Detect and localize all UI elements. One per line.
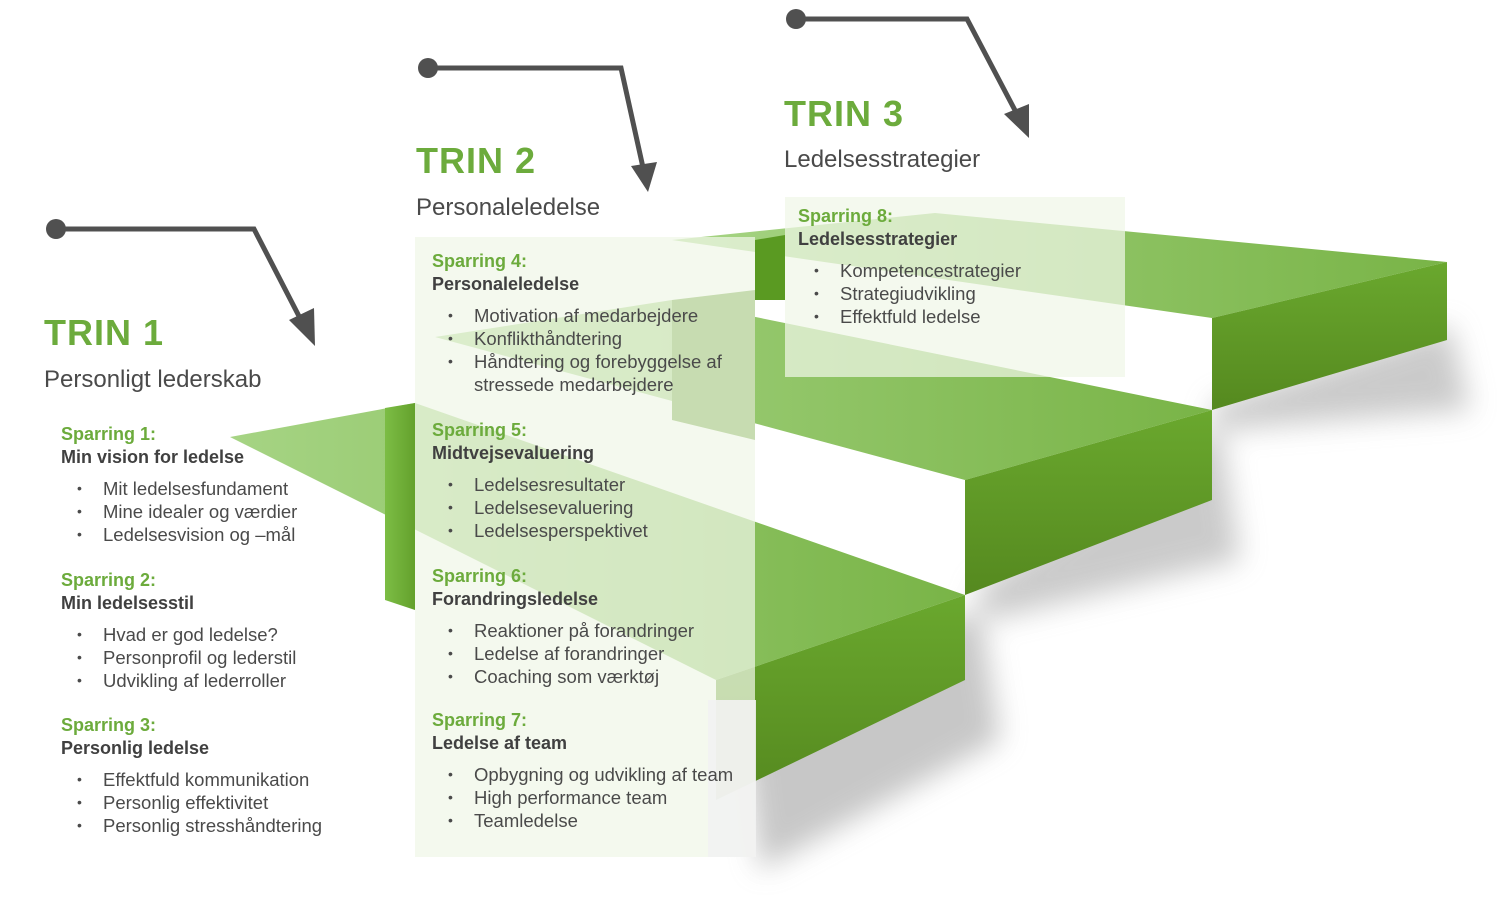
session-title: Min ledelsesstil (61, 593, 195, 613)
session-items: Reaktioner på forandringer Ledelse af fo… (432, 619, 762, 688)
session-label: Sparring 2: (61, 570, 157, 590)
list-item: Effektfuld kommunikation (61, 768, 391, 791)
session-items: Ledelsesresultater Ledelsesevaluering Le… (432, 473, 762, 542)
session-items: Kompetencestrategier Strategiudvikling E… (798, 259, 1118, 328)
trin-3-subtitle: Ledelsesstrategier (784, 146, 981, 173)
trin-3-sessions: Sparring 8: Ledelsesstrategier Kompetenc… (798, 205, 1118, 328)
session-2: Sparring 2: Min ledelsesstil Hvad er god… (61, 569, 391, 714)
session-items: Hvad er god ledelse? Personprofil og led… (61, 623, 391, 692)
trin-2-subtitle: Personaleledelse (416, 194, 601, 221)
list-item: Motivation af medarbejdere (432, 304, 762, 327)
list-item: Kompetencestrategier (798, 259, 1118, 282)
list-item: Ledelsesvision og –mål (61, 523, 391, 546)
session-label: Sparring 6: (432, 566, 528, 586)
trin-2-sessions: Sparring 4: Personaleledelse Motivation … (432, 250, 762, 832)
list-item-continuation: stressede medarbejdere (474, 374, 674, 395)
session-items: Mit ledelsesfundament Mine idealer og væ… (61, 477, 391, 546)
list-item: Håndtering og forebyggelse af (432, 350, 762, 373)
session-label: Sparring 3: (61, 715, 157, 735)
session-label: Sparring 4: (432, 251, 528, 271)
list-item: High performance team (432, 786, 762, 809)
session-items: Motivation af medarbejdere Konflikthåndt… (432, 304, 762, 396)
session-label: Sparring 8: (798, 206, 894, 226)
list-item: Personlig stresshåndtering (61, 814, 391, 837)
session-title: Ledelsesstrategier (798, 229, 958, 249)
arrow-icon-trin-3 (786, 9, 1029, 138)
list-item: Personlig effektivitet (61, 791, 391, 814)
list-item: Coaching som værktøj (432, 665, 762, 688)
trin-1-subtitle: Personligt lederskab (44, 366, 262, 393)
list-item: Udvikling af lederroller (61, 669, 391, 692)
session-title: Midtvejsevaluering (432, 443, 595, 463)
session-3: Sparring 3: Personlig ledelse Effektfuld… (61, 714, 391, 837)
list-item: Ledelsesperspektivet (432, 519, 762, 542)
session-title: Forandringsledelse (432, 589, 599, 609)
session-6: Sparring 6: Forandringsledelse Reaktione… (432, 565, 762, 709)
session-1: Sparring 1: Min vision for ledelse Mit l… (61, 423, 391, 569)
session-title: Min vision for ledelse (61, 447, 245, 467)
session-7: Sparring 7: Ledelse af team Opbygning og… (432, 709, 762, 832)
session-items: Opbygning og udvikling af team High perf… (432, 763, 762, 832)
list-item: Reaktioner på forandringer (432, 619, 762, 642)
session-8: Sparring 8: Ledelsesstrategier Kompetenc… (798, 205, 1118, 328)
trin-2-title: TRIN 2 (416, 140, 537, 181)
list-item: Ledelse af forandringer (432, 642, 762, 665)
session-label: Sparring 7: (432, 710, 528, 730)
arrow-icon-trin-1 (46, 219, 315, 346)
list-item: Opbygning og udvikling af team (432, 763, 762, 786)
list-item: Personprofil og lederstil (61, 646, 391, 669)
trin-3-title: TRIN 3 (784, 93, 905, 134)
list-item: Hvad er god ledelse? (61, 623, 391, 646)
session-title: Ledelse af team (432, 733, 568, 753)
session-5: Sparring 5: Midtvejsevaluering Ledelsesr… (432, 419, 762, 565)
list-item: Mit ledelsesfundament (61, 477, 391, 500)
session-title: Personaleledelse (432, 274, 580, 294)
arrow-icon-trin-2 (418, 58, 657, 192)
list-item: Effektfuld ledelse (798, 305, 1118, 328)
session-label: Sparring 1: (61, 424, 157, 444)
trin-1-title: TRIN 1 (44, 312, 165, 353)
list-item: Teamledelse (432, 809, 762, 832)
trin-1-sessions: Sparring 1: Min vision for ledelse Mit l… (61, 423, 391, 837)
session-label: Sparring 5: (432, 420, 528, 440)
list-item: Ledelsesresultater (432, 473, 762, 496)
session-title: Personlig ledelse (61, 738, 210, 758)
list-item: Mine idealer og værdier (61, 500, 391, 523)
list-item: Strategiudvikling (798, 282, 1118, 305)
list-item: Ledelsesevaluering (432, 496, 762, 519)
session-items: Effektfuld kommunikation Personlig effek… (61, 768, 391, 837)
session-4: Sparring 4: Personaleledelse Motivation … (432, 250, 762, 419)
list-item: Konflikthåndtering (432, 327, 762, 350)
